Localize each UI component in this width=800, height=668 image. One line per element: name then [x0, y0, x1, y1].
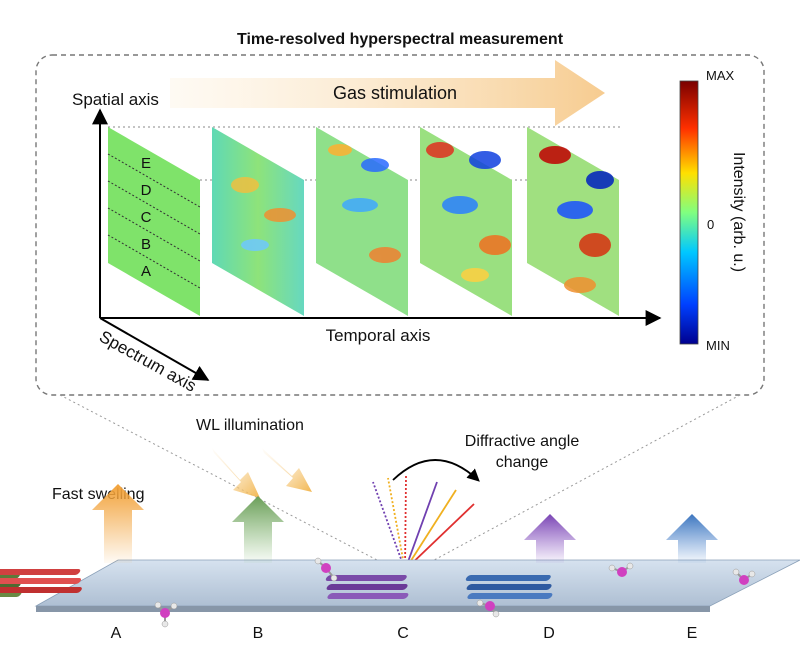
position-label-c: C	[397, 625, 409, 642]
diffracted-rays	[372, 475, 475, 571]
substrate-strip	[34, 559, 800, 607]
wl-illumination-arrows	[212, 448, 312, 498]
hyperspectral-slices: E D C B A	[107, 127, 619, 316]
colorbar-zero-label: 0	[707, 217, 714, 232]
swelling-arrow-a	[92, 484, 144, 563]
position-label-b: B	[253, 625, 264, 642]
ray-violet-dashed	[372, 481, 406, 571]
slice-heat-blobs	[231, 142, 614, 293]
ray-yellow	[404, 489, 457, 571]
zoom-line-left	[59, 394, 401, 573]
gas-molecule-4	[608, 562, 634, 577]
diffractive-label-line2: change	[496, 454, 549, 471]
slice-2	[316, 127, 408, 316]
slice-label-e: E	[141, 155, 151, 172]
slice-0-dividers	[107, 153, 201, 289]
ray-red-dashed	[404, 475, 407, 571]
gas-stimulation-label: Gas stimulation	[333, 83, 457, 103]
ray-red	[404, 503, 475, 571]
colorbar-title: Intensity (arb. u.)	[730, 152, 747, 272]
wl-illumination-label: WL illumination	[196, 417, 304, 434]
slice-1	[212, 127, 304, 316]
substrate-edge	[36, 606, 710, 612]
slice-0	[108, 127, 200, 316]
swelling-arrow-d	[524, 514, 576, 563]
colorbar-min-label: MIN	[706, 338, 730, 353]
position-label-d: D	[543, 625, 555, 642]
ray-violet	[404, 481, 438, 571]
dashed-box	[35, 54, 765, 396]
gas-molecule-2	[314, 557, 338, 582]
spectrum-axis-line	[99, 317, 210, 381]
swelling-arrow-e	[666, 514, 718, 563]
colorbar	[679, 80, 699, 345]
ray-yellow-dashed	[387, 477, 406, 571]
position-label-e: E	[687, 625, 698, 642]
spatial-axis-label: Spatial axis	[72, 90, 159, 109]
gas-molecule-3	[476, 599, 500, 618]
rod-bundle-c	[0, 569, 82, 593]
colorbar-max-label: MAX	[706, 68, 735, 83]
zoom-line-right	[411, 394, 741, 573]
gas-molecule-1	[154, 601, 178, 628]
diffractive-label-line1: Diffractive angle	[465, 433, 580, 450]
rod-bundle-d	[325, 575, 409, 599]
angle-change-curve	[392, 459, 480, 482]
gas-stimulation-arrow	[170, 60, 605, 126]
gas-molecule-5	[732, 568, 756, 585]
swelling-arrow-b	[232, 496, 284, 563]
slice-label-d: D	[141, 182, 152, 199]
slice-label-b: B	[141, 236, 151, 253]
slice-label-a: A	[141, 263, 151, 280]
slice-3	[420, 127, 512, 316]
temporal-axis-label: Temporal axis	[326, 326, 431, 345]
figure-title: Time-resolved hyperspectral measurement	[237, 31, 564, 48]
rod-bundle-e	[465, 575, 553, 599]
position-label-a: A	[111, 625, 122, 642]
spectrum-axis-label: Spectrum axis	[96, 327, 199, 396]
slice-label-c: C	[141, 209, 152, 226]
rod-bundle-b	[0, 573, 22, 597]
